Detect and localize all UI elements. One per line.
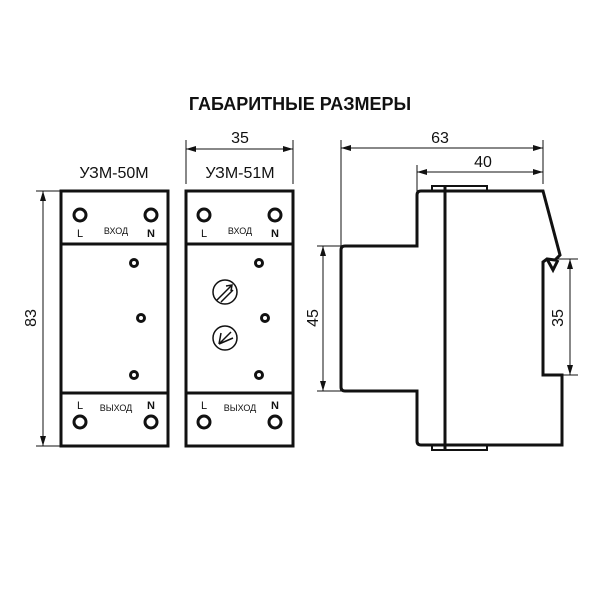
front-view-uzm-51m: УЗМ-51М L ВХОД N L ВЫХОД N 35 xyxy=(184,130,295,448)
led-icon xyxy=(260,313,270,323)
front-height-dimension: 45 xyxy=(305,309,322,327)
din-rail-dimension: 35 xyxy=(550,309,567,327)
terminal-icon xyxy=(267,207,283,223)
terminal-icon xyxy=(72,414,88,430)
side-view: 63 40 45 35 xyxy=(305,130,578,451)
led-icon xyxy=(136,313,146,323)
terminal-l-label: L xyxy=(201,228,207,240)
width-dimension: 35 xyxy=(231,130,249,147)
terminal-l-label: L xyxy=(77,400,83,412)
led-icon xyxy=(254,370,264,380)
page-title: ГАБАРИТНЫЕ РАЗМЕРЫ xyxy=(189,94,411,114)
terminal-icon xyxy=(72,207,88,223)
model-label: УЗМ-50М xyxy=(79,165,148,182)
terminal-n-label: N xyxy=(147,400,155,412)
adjust-knob-icon xyxy=(212,325,238,351)
output-label: ВЫХОД xyxy=(100,403,133,413)
input-label: ВХОД xyxy=(104,226,128,236)
led-icon xyxy=(129,258,139,268)
front-view-uzm-50m: УЗМ-50М L ВХОД N L ВЫХОД N 83 xyxy=(23,165,170,448)
terminal-icon xyxy=(267,414,283,430)
terminal-icon xyxy=(196,207,212,223)
led-icon xyxy=(254,258,264,268)
terminal-n-label: N xyxy=(271,400,279,412)
terminal-n-label: N xyxy=(271,228,279,240)
input-label: ВХОД xyxy=(228,226,252,236)
terminal-icon xyxy=(143,207,159,223)
model-label: УЗМ-51М xyxy=(205,165,274,182)
depth-total-dimension: 63 xyxy=(431,130,449,147)
terminal-l-label: L xyxy=(77,228,83,240)
depth-body-dimension: 40 xyxy=(474,154,492,171)
terminal-n-label: N xyxy=(147,228,155,240)
output-label: ВЫХОД xyxy=(224,403,257,413)
led-icon xyxy=(129,370,139,380)
terminal-icon xyxy=(196,414,212,430)
terminal-l-label: L xyxy=(201,400,207,412)
height-dimension: 83 xyxy=(23,309,40,327)
adjust-knob-icon xyxy=(212,279,238,305)
terminal-icon xyxy=(143,414,159,430)
